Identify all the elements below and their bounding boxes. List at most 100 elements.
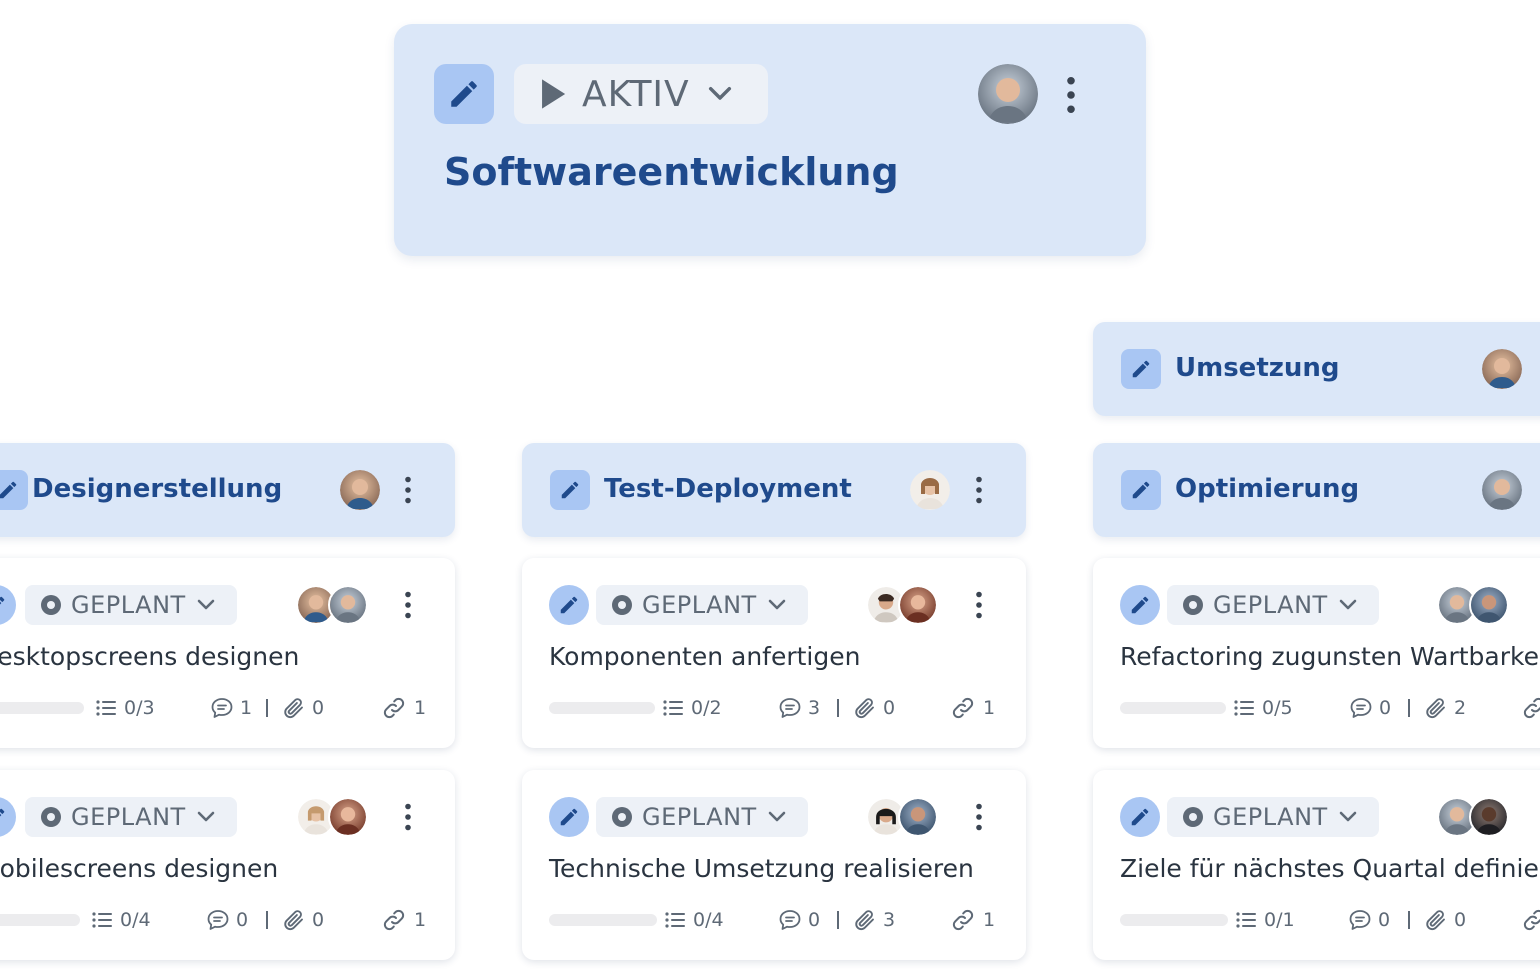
task-assignees[interactable]	[1437, 585, 1509, 625]
chevron-down-icon	[704, 78, 736, 110]
task-card[interactable]: GEPLANT Refactoring zugunsten Wartbarkei…	[1093, 558, 1540, 748]
root-title: Softwareentwicklung	[444, 150, 899, 194]
task-card[interactable]: GEPLANT Technische Umsetzung realisieren…	[522, 770, 1026, 960]
avatar[interactable]	[978, 64, 1038, 124]
task-edit-button[interactable]	[0, 797, 16, 837]
more-options-icon[interactable]	[403, 591, 413, 619]
more-options-icon[interactable]	[974, 803, 984, 831]
subtasks-value: 0/4	[693, 909, 724, 931]
group-edit-button[interactable]	[1121, 470, 1161, 510]
task-edit-button[interactable]	[1120, 585, 1160, 625]
attachments-value: 2	[1454, 697, 1467, 719]
group-edit-button[interactable]	[0, 470, 28, 510]
task-footer: 0/4 0 0 1	[0, 906, 448, 934]
pencil-icon	[1130, 358, 1152, 380]
chevron-down-icon	[1336, 805, 1360, 829]
task-edit-button[interactable]	[1120, 797, 1160, 837]
task-card[interactable]: GEPLANT Mobilescreens designen 0/4 0 0 1	[0, 770, 455, 960]
pencil-icon	[1129, 594, 1151, 616]
task-edit-button[interactable]	[549, 797, 589, 837]
divider	[266, 911, 268, 929]
task-card[interactable]: GEPLANT Ziele für nächstes Quartal defin…	[1093, 770, 1540, 960]
root-card[interactable]: AKTIV Softwareentwicklung	[394, 24, 1146, 256]
group-header-test-deployment[interactable]: Test-Deployment	[522, 443, 1026, 537]
subtasks-value: 0/1	[1264, 909, 1295, 931]
task-status-dropdown[interactable]: GEPLANT	[596, 585, 808, 625]
more-options-icon[interactable]	[974, 476, 984, 504]
attachments-value: 0	[312, 909, 325, 931]
task-title: Komponenten anfertigen	[549, 642, 861, 671]
link-icon	[1520, 696, 1540, 720]
root-status-dropdown[interactable]: AKTIV	[514, 64, 768, 124]
root-edit-button[interactable]	[434, 64, 494, 124]
attachments-count: 0	[282, 908, 324, 932]
status-planned-icon	[610, 805, 634, 829]
status-planned-icon	[1181, 805, 1205, 829]
comments-value: 0	[1379, 697, 1392, 719]
divider	[266, 699, 268, 717]
paperclip-icon	[1424, 696, 1448, 720]
avatar[interactable]	[1482, 470, 1522, 510]
comments-count: 0	[1348, 908, 1390, 932]
task-progress-bar	[549, 702, 655, 714]
task-status-dropdown[interactable]: GEPLANT	[25, 585, 237, 625]
attachments-value: 0	[883, 697, 896, 719]
status-planned-icon	[610, 593, 634, 617]
task-assignees[interactable]	[1437, 797, 1509, 837]
group-header-umsetzung[interactable]: Umsetzung	[1093, 322, 1540, 416]
task-footer: 0/1 0 0 1	[1120, 906, 1540, 934]
pencil-icon	[559, 479, 581, 501]
task-title: Desktopscreens designen	[0, 642, 300, 671]
task-status-dropdown[interactable]: GEPLANT	[1167, 797, 1379, 837]
task-assignees[interactable]	[866, 797, 938, 837]
root-status-label: AKTIV	[582, 73, 690, 115]
subtasks-count: 0/4	[90, 908, 151, 932]
task-title: Technische Umsetzung realisieren	[549, 854, 974, 883]
chevron-down-icon	[194, 593, 218, 617]
task-progress-bar	[1120, 702, 1226, 714]
divider	[837, 699, 839, 717]
more-options-icon[interactable]	[403, 803, 413, 831]
avatar[interactable]	[910, 470, 950, 510]
more-options-icon[interactable]	[403, 476, 413, 504]
task-status-dropdown[interactable]: GEPLANT	[596, 797, 808, 837]
paperclip-icon	[853, 696, 877, 720]
task-status-dropdown[interactable]: GEPLANT	[25, 797, 237, 837]
avatar[interactable]	[1482, 349, 1522, 389]
comment-icon	[206, 908, 230, 932]
task-progress-bar	[0, 914, 80, 926]
pencil-icon	[1129, 806, 1151, 828]
list-icon	[1232, 696, 1256, 720]
group-header-optimierung[interactable]: Optimierung	[1093, 443, 1540, 537]
paperclip-icon	[1424, 908, 1448, 932]
status-planned-icon	[39, 805, 63, 829]
link-icon	[380, 908, 408, 932]
task-assignees[interactable]	[866, 585, 938, 625]
group-edit-button[interactable]	[550, 470, 590, 510]
avatar	[866, 585, 906, 625]
more-options-icon[interactable]	[1064, 76, 1078, 114]
divider	[1408, 699, 1410, 717]
link-icon	[949, 696, 977, 720]
links-value: 1	[414, 697, 427, 719]
task-status-dropdown[interactable]: GEPLANT	[1167, 585, 1379, 625]
more-options-icon[interactable]	[974, 591, 984, 619]
subtasks-value: 0/5	[1262, 697, 1293, 719]
subtasks-count: 0/2	[661, 696, 722, 720]
link-icon	[380, 696, 408, 720]
subtasks-count: 0/5	[1232, 696, 1293, 720]
task-card[interactable]: GEPLANT Desktopscreens designen 0/3 1 0 …	[0, 558, 455, 748]
links-count: 1	[949, 908, 995, 932]
subtasks-value: 0/3	[124, 697, 155, 719]
pencil-icon	[1130, 479, 1152, 501]
comment-icon	[1348, 908, 1372, 932]
task-assignees[interactable]	[296, 585, 368, 625]
task-edit-button[interactable]	[0, 585, 16, 625]
task-card[interactable]: GEPLANT Komponenten anfertigen 0/2 3 0 1	[522, 558, 1026, 748]
group-header-designerstellung[interactable]: Designerstellung	[0, 443, 455, 537]
task-edit-button[interactable]	[549, 585, 589, 625]
status-planned-icon	[39, 593, 63, 617]
avatar[interactable]	[340, 470, 380, 510]
group-edit-button[interactable]	[1121, 349, 1161, 389]
task-assignees[interactable]	[296, 797, 368, 837]
